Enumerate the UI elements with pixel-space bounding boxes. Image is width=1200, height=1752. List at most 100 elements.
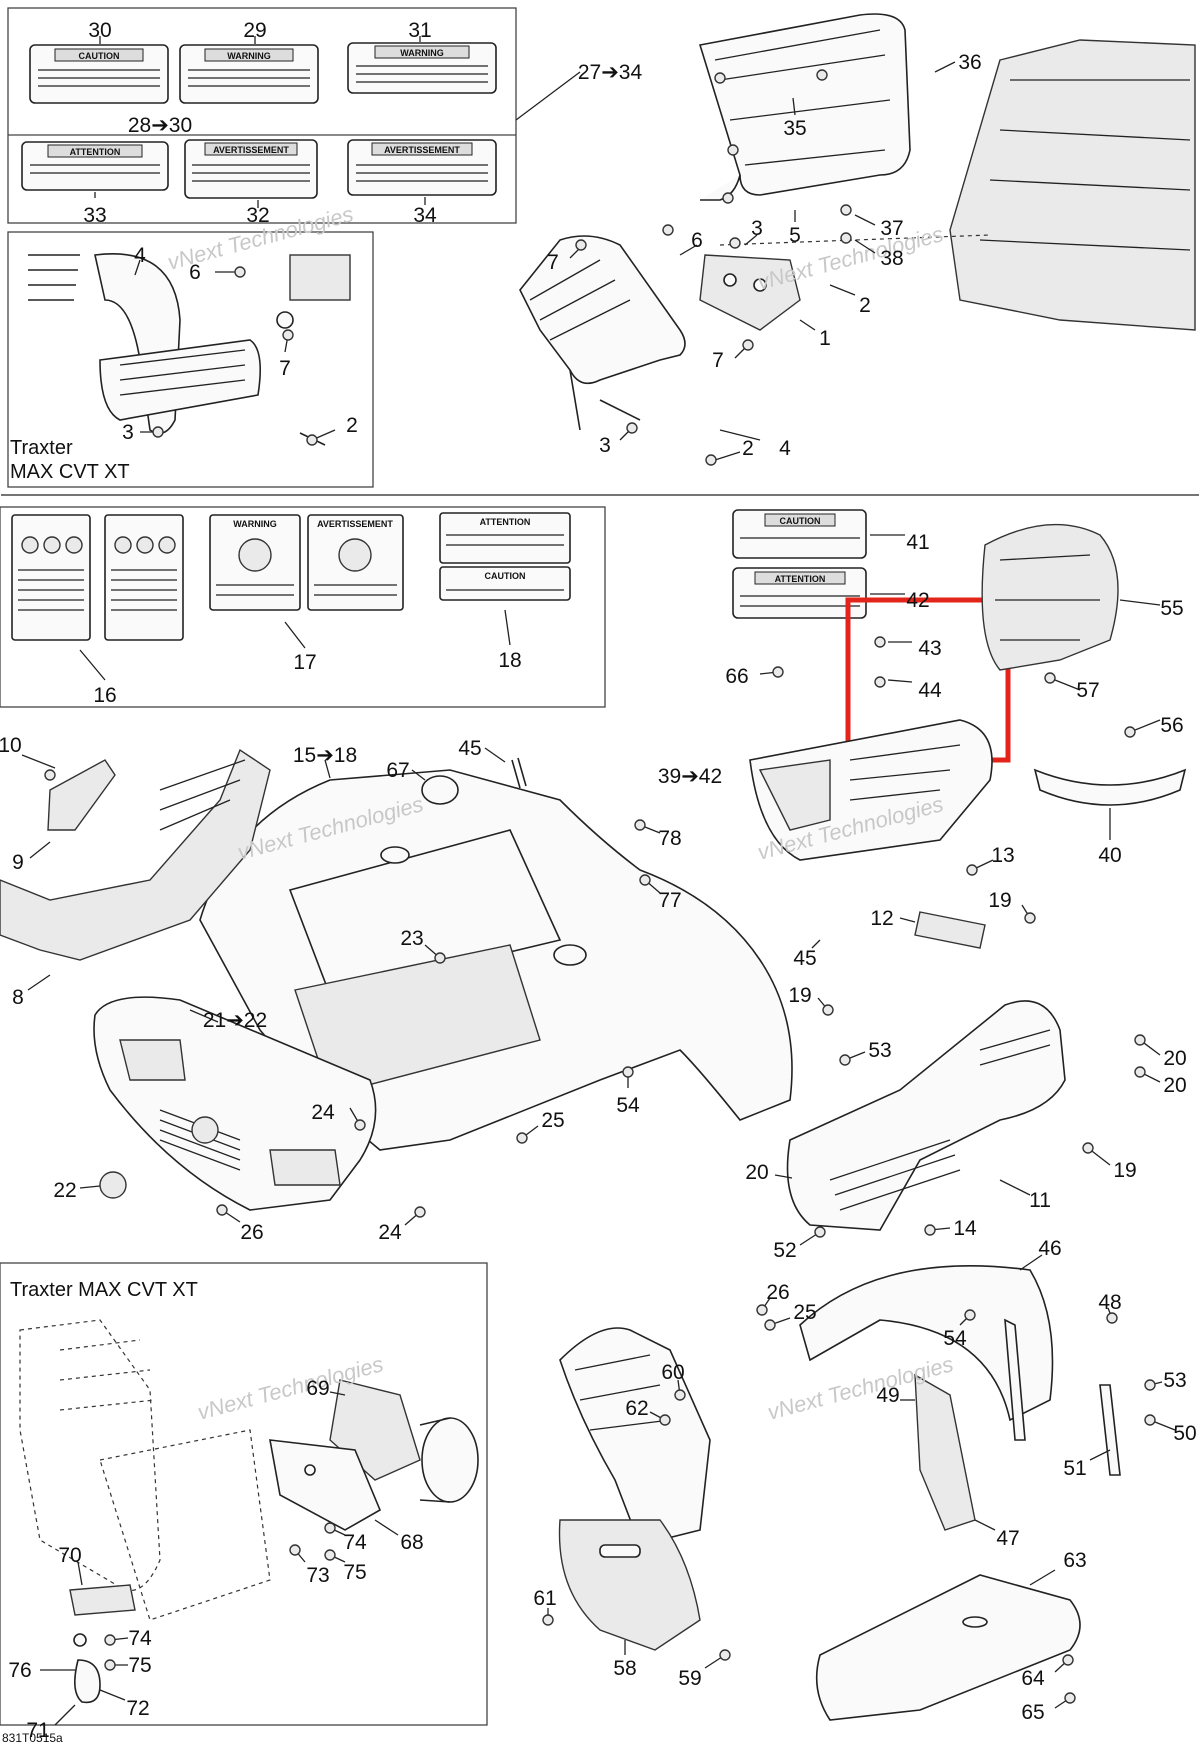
decal-18b-title: CAUTION bbox=[485, 571, 526, 581]
fastener-40 bbox=[1106, 1312, 1118, 1324]
decal-17a: WARNING bbox=[209, 514, 301, 611]
decal-32: AVERTISSEMENT bbox=[184, 139, 318, 199]
part-label-69: 69 bbox=[306, 1377, 329, 1400]
decal-33-title: ATTENTION bbox=[70, 147, 121, 157]
part-label-25: 25 bbox=[541, 1109, 564, 1132]
fastener-37 bbox=[1082, 1142, 1094, 1154]
footrest-11 bbox=[786, 1000, 1066, 1231]
leader-3 bbox=[744, 234, 758, 246]
skid-plate-58 bbox=[558, 1519, 701, 1651]
part-label-40: 40 bbox=[1098, 844, 1121, 867]
part-label-6-alt: 6 bbox=[189, 261, 201, 284]
fastener-6 bbox=[729, 237, 741, 249]
part-label-2b-alt: 2 bbox=[742, 437, 754, 460]
fastener-52 bbox=[289, 1544, 301, 1556]
fastener-49 bbox=[719, 1649, 731, 1661]
variant-box-bottom bbox=[0, 1262, 488, 1726]
fastener-34 bbox=[966, 864, 978, 876]
fastener-47 bbox=[659, 1414, 671, 1426]
part-label-74: 74 bbox=[343, 1531, 367, 1554]
fastener-32 bbox=[822, 1004, 834, 1016]
fastener-2 bbox=[727, 144, 739, 156]
part-label-78: 78 bbox=[658, 827, 681, 850]
range-callout-c15_18: 15➔18 bbox=[293, 744, 357, 767]
fastener-31 bbox=[1024, 912, 1036, 924]
leader-4-alt bbox=[134, 259, 141, 276]
bumper-bottom-left bbox=[19, 1319, 271, 1621]
fastener-16 bbox=[306, 434, 318, 446]
part-label-41: 41 bbox=[906, 531, 929, 554]
part-label-30: 30 bbox=[88, 19, 111, 42]
part-label-37: 37 bbox=[880, 217, 903, 240]
fastener-20 bbox=[1044, 672, 1056, 684]
part-label-71: 71 bbox=[26, 1719, 49, 1742]
fastener-17 bbox=[874, 636, 886, 648]
decal-29: WARNING bbox=[179, 44, 319, 104]
part-label-65: 65 bbox=[1021, 1701, 1044, 1724]
decal-41-title: CAUTION bbox=[780, 516, 821, 526]
decal-18a-title: ATTENTION bbox=[480, 517, 531, 527]
part-label-7: 7 bbox=[547, 251, 559, 274]
decal-29-title: WARNING bbox=[227, 51, 271, 61]
part-label-24: 24 bbox=[311, 1101, 335, 1124]
leader-35 bbox=[792, 97, 796, 116]
part-label-61: 61 bbox=[533, 1587, 556, 1610]
fastener-46 bbox=[674, 1389, 686, 1401]
part-label-19: 19 bbox=[988, 889, 1011, 912]
decal-34-title: AVERTISSEMENT bbox=[384, 145, 460, 155]
decal-31-title: WARNING bbox=[400, 48, 444, 58]
part-label-3: 3 bbox=[751, 217, 763, 240]
side-panel-left bbox=[0, 748, 271, 961]
decal-box-middle bbox=[0, 506, 606, 708]
part-label-46: 46 bbox=[1038, 1237, 1061, 1260]
cap-67 bbox=[421, 775, 459, 805]
leader-bracket-frame bbox=[719, 234, 991, 246]
leader-17 bbox=[284, 621, 306, 649]
hood-21 bbox=[93, 996, 377, 1211]
decal-30: CAUTION bbox=[29, 44, 169, 104]
leader-12 bbox=[899, 917, 916, 923]
part-label-7-alt: 7 bbox=[279, 357, 291, 380]
part-label-22: 22 bbox=[53, 1179, 76, 1202]
fastener-13 bbox=[282, 329, 294, 341]
part-label-4: 4 bbox=[779, 437, 791, 460]
flap-47 bbox=[914, 1373, 976, 1531]
leader-68 bbox=[374, 1519, 399, 1536]
fastener-11 bbox=[840, 232, 852, 244]
part-label-32: 32 bbox=[246, 204, 269, 227]
range-callout-c39_42: 39➔42 bbox=[658, 765, 722, 788]
part-label-17: 17 bbox=[293, 651, 316, 674]
fasteners bbox=[44, 69, 1156, 1704]
part-label-76: 76 bbox=[8, 1659, 31, 1682]
fastener-19 bbox=[772, 666, 784, 678]
part-label-75: 75 bbox=[343, 1561, 366, 1584]
part-label-49: 49 bbox=[876, 1384, 899, 1407]
fastener-50 bbox=[1062, 1654, 1074, 1666]
fastener-14 bbox=[234, 266, 246, 278]
part-label-20-alt: 20 bbox=[745, 1161, 768, 1184]
part-label-29: 29 bbox=[243, 19, 266, 42]
leader-63 bbox=[1029, 1569, 1056, 1586]
bar-51 bbox=[1004, 1318, 1121, 1476]
fastener-23 bbox=[434, 952, 446, 964]
leader-45-alt bbox=[811, 939, 821, 949]
leader-22 bbox=[79, 1185, 101, 1189]
part-label-9: 9 bbox=[12, 851, 24, 874]
leader-47 bbox=[974, 1519, 996, 1531]
fastener-8 bbox=[626, 422, 638, 434]
fastener-48 bbox=[542, 1614, 554, 1626]
variant-top-line1: Traxter bbox=[10, 437, 73, 459]
fastener-22 bbox=[44, 769, 56, 781]
part-label-54: 54 bbox=[616, 1094, 640, 1117]
leader-71 bbox=[54, 1704, 76, 1726]
fastener-7 bbox=[742, 339, 754, 351]
fastener-30 bbox=[639, 874, 651, 886]
fastener-1 bbox=[714, 72, 726, 84]
fastener-41 bbox=[1144, 1414, 1156, 1426]
winch-plate-68 bbox=[269, 1439, 382, 1531]
fastener-42 bbox=[1144, 1379, 1156, 1391]
part-label-36: 36 bbox=[958, 51, 981, 74]
leader-55 bbox=[1119, 599, 1161, 606]
